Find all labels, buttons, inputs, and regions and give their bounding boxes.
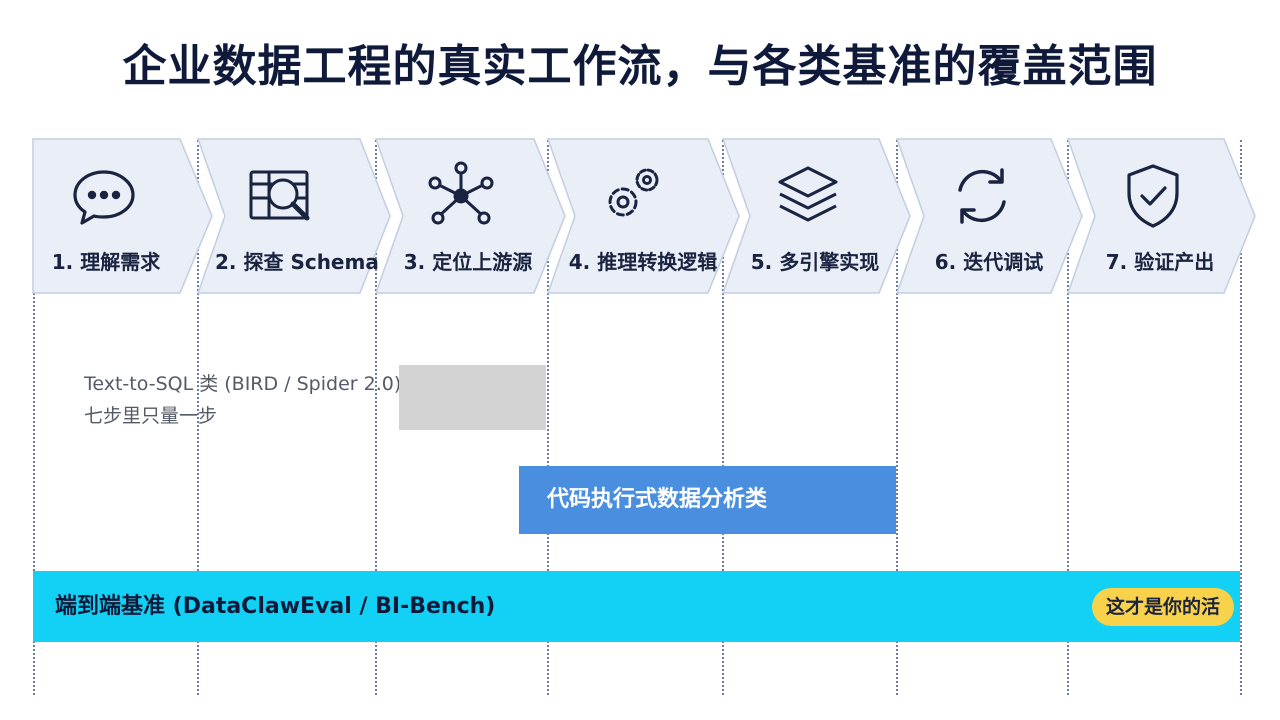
column-guide	[1067, 140, 1069, 695]
column-guide	[896, 140, 898, 695]
step-label: 6. 迭代调试	[934, 250, 1044, 274]
page-title: 企业数据工程的真实工作流，与各类基准的覆盖范围	[122, 41, 1158, 92]
step-label: 2. 探查 Schema	[215, 250, 379, 274]
gears-icon	[608, 168, 659, 217]
code-exec-coverage-bar: 代码执行式数据分析类	[519, 466, 896, 534]
step-4: 4. 推理转换逻辑	[547, 138, 741, 294]
step-6: 6. 迭代调试	[896, 138, 1084, 294]
column-guide	[1240, 140, 1242, 695]
column-guide	[722, 140, 724, 695]
column-guide	[33, 140, 35, 695]
network-nodes-icon	[428, 161, 494, 225]
column-guide	[375, 140, 377, 695]
step-label: 7. 验证产出	[1105, 250, 1215, 274]
highlight-badge: 这才是你的活	[1091, 588, 1234, 626]
step-label: 4. 推理转换逻辑	[568, 250, 718, 274]
step-label: 5. 多引擎实现	[750, 250, 880, 274]
refresh-icon	[958, 168, 1006, 224]
step-7: 7. 验证产出	[1067, 138, 1257, 294]
step-5: 5. 多引擎实现	[722, 138, 912, 294]
shield-check-icon	[1127, 164, 1179, 228]
step-label: 1. 理解需求	[51, 250, 161, 274]
column-guide	[197, 140, 199, 695]
layers-icon	[778, 166, 838, 222]
end-to-end-label: 端到端基准 (DataClawEval / BI-Bench)	[55, 594, 496, 619]
step-label: 3. 定位上游源	[403, 250, 533, 274]
step-3: 3. 定位上游源	[375, 138, 567, 294]
text-to-sql-title: Text-to-SQL 类 (BIRD / Spider 2.0)	[84, 373, 402, 395]
text-to-sql-coverage-bar	[399, 365, 546, 430]
chat-bubble-icon	[73, 170, 135, 225]
step-1: 1. 理解需求	[32, 138, 214, 294]
text-to-sql-note: 七步里只量一步	[84, 405, 218, 427]
column-guide	[547, 140, 549, 695]
text-to-sql-caption: Text-to-SQL 类 (BIRD / Spider 2.0) 七步里只量一…	[84, 368, 401, 432]
end-to-end-coverage-bar: 端到端基准 (DataClawEval / BI-Bench) 这才是你的活	[33, 571, 1240, 642]
workflow-steps: 1. 理解需求 2. 探查 Schema 3. 定位上游源 4. 推理转换逻辑	[32, 138, 1257, 294]
step-2: 2. 探查 Schema	[197, 138, 392, 294]
table-search-icon	[249, 170, 310, 221]
